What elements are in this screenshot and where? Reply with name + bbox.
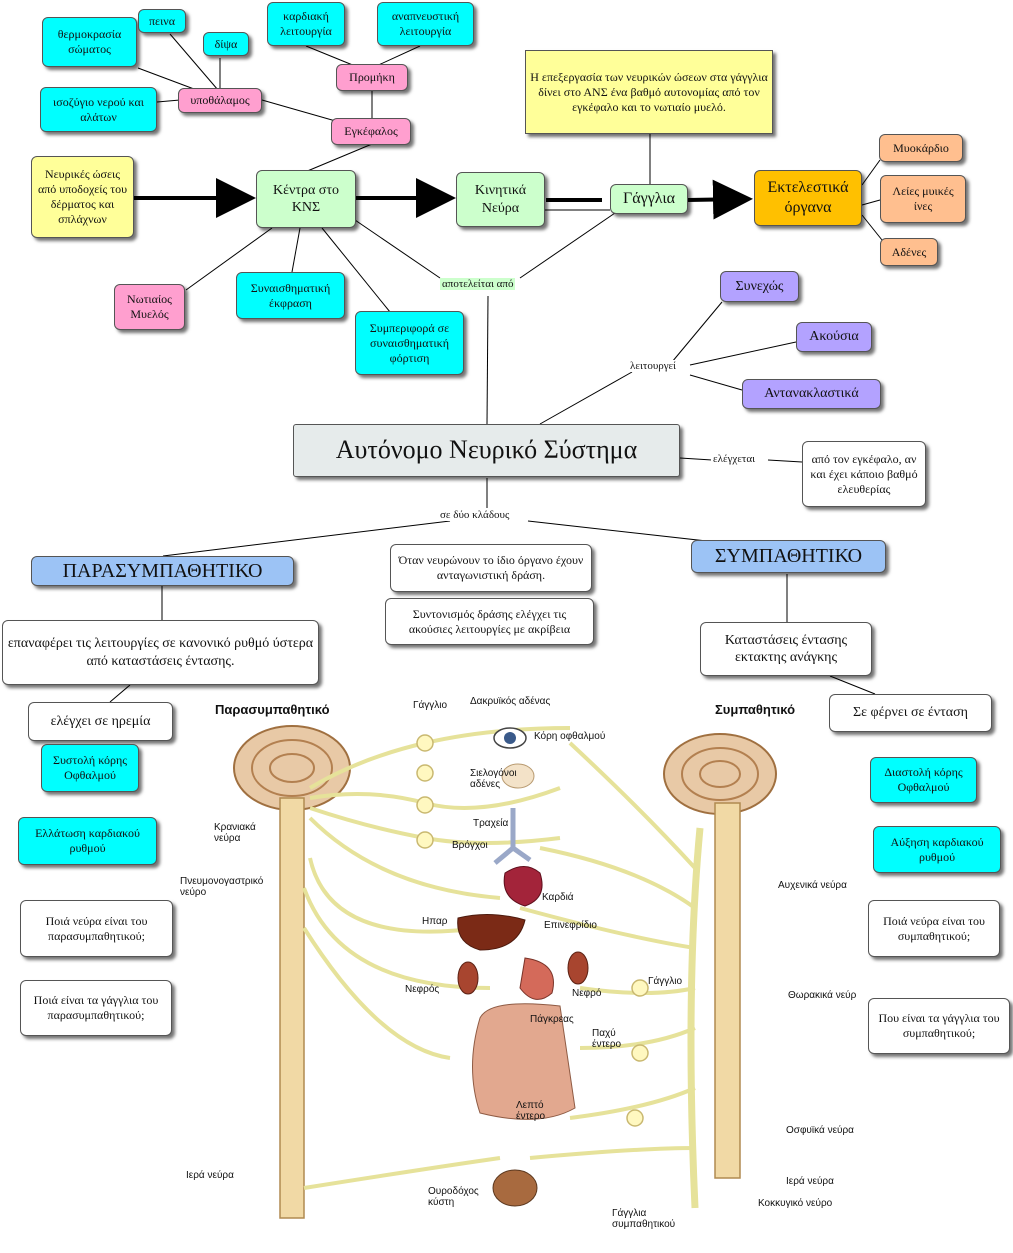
anatomy-illustration (233, 725, 777, 1219)
heart-organ (503, 866, 543, 907)
label-pneumono: Πνευμονογαστρικό νεύρο (180, 876, 264, 898)
node-poia-gagglia-para: Ποιά είναι τα γάγγλια του παρασυμπαθητικ… (20, 980, 172, 1036)
intestine-organ (472, 1003, 576, 1120)
label-gagglio-mid: Γάγγλιο (648, 976, 683, 987)
figure-title-left: Παρασυμπαθητικό (215, 702, 330, 717)
node-pou-gagglia-sym: Που είναι τα γάγγλια του συμπαθητικού; (868, 998, 1010, 1054)
node-thermokrasia: θερμοκρασία σώματος (42, 17, 137, 67)
organs (457, 727, 589, 1207)
node-epexergasia: Η επεξεργασία των νευρικών ώσεων στα γάγ… (525, 50, 773, 134)
node-poia-neura-para: Ποιά νεύρα είναι του παρασυμπαθητικού; (20, 900, 173, 957)
stomach-organ (519, 957, 554, 1000)
label-thorakika: Θωρακικά νεύρ (788, 990, 857, 1001)
label-nefro-right: Νεφρό (572, 988, 602, 999)
node-parasympathitiko: ΠΑΡΑΣΥΜΠΑΘΗΤΙΚΟ (31, 556, 294, 586)
node-synexos: Συνεχώς (720, 271, 799, 302)
label-nefros-left: Νεφρός (405, 984, 440, 995)
link-leitourgei: λειτουργεί (628, 360, 679, 372)
label-iera-right: Ιερά νεύρα (786, 1176, 834, 1187)
node-promiki: Προμήκη (336, 64, 408, 91)
node-adenes: Αδένες (880, 238, 938, 266)
kidney-left-organ (457, 961, 479, 995)
node-antanaklastika: Αντανακλαστικά (742, 379, 881, 409)
node-kinitika: Κινητικά Νεύρα (456, 172, 545, 227)
node-gagglia: Γάγγλια (610, 184, 688, 214)
label-iera-left: Ιερά νεύρα (186, 1170, 234, 1181)
right-brain (663, 733, 777, 1209)
node-myokardio: Μυοκάρδιο (879, 134, 963, 162)
node-ypothalamos: υποθάλαμος (178, 88, 262, 113)
kidney-right-organ (567, 951, 589, 985)
label-ouro: Ουροδόχος κύστη (428, 1186, 479, 1208)
node-neurikes-oseis: Νευρικές ώσεις από υποδοχείς του δέρματο… (31, 156, 134, 238)
node-otan: Όταν νευρώνουν το ίδιο όργανο έχουν αντα… (390, 544, 592, 592)
node-dipsa: δίψα (203, 32, 249, 56)
node-syntonismos: Συντονισμός δράσης ελέγχει τις ακούσιες … (385, 598, 594, 645)
node-epanaferei: επαναφέρει τις λειτουργίες σε κανονικό ρ… (2, 620, 319, 685)
node-apo-ton-egkefalo: από τον εγκέφαλο, αν και έχει κάποιο βαθ… (802, 441, 926, 507)
label-kori: Κόρη οφθαλμού (534, 731, 606, 742)
label-paxy: Παχύ έντερο (592, 1028, 622, 1050)
label-kardia: Καρδιά (542, 892, 574, 903)
node-leies: Λείες μυικές ίνες (880, 175, 966, 223)
ganglia-dots (416, 734, 649, 1127)
node-kardiaki: καρδιακή λειτουργία (267, 2, 345, 46)
label-auxenika: Αυχενικά νεύρα (778, 880, 847, 891)
link-apoteleitai: αποτελείται από (440, 278, 516, 290)
node-symperifora: Συμπεριφορά σε συναισθηματική φόρτιση (355, 311, 464, 375)
label-kraniaka: Κρανιακά νεύρα (214, 822, 256, 844)
label-brogxoi: Βρόγχοι (452, 840, 488, 851)
label-gagglio-top: Γάγγλιο (413, 700, 448, 711)
label-kokkygiko: Κοκκυγικό νεύρο (758, 1198, 833, 1209)
left-brain (233, 725, 351, 1219)
label-ipar: Ηπαρ (422, 916, 448, 927)
node-katastaseis: Καταστάσεις έντασης εκτακτης ανάγκης (700, 622, 872, 676)
node-ektelestika: Εκτελεστικά όργανα (754, 170, 862, 226)
salivary-organ (501, 763, 535, 789)
pupil-organ (504, 732, 516, 744)
node-poia-neura-sym: Ποιά νεύρα είναι του συμπαθητικού; (868, 900, 1000, 957)
link-se-dyo: σε δύο κλάδους (438, 509, 512, 521)
label-dakryikos: Δακρυϊκός αδένας (470, 696, 551, 707)
label-sielogonoi: Σιελογόνοι αδένες (470, 768, 517, 790)
node-ans: Αυτόνομο Νευρικό Σύστημα (293, 424, 680, 477)
label-lepto: Λεπτό έντερο (516, 1100, 546, 1122)
node-akousia: Ακούσια (796, 322, 872, 352)
node-elattosi: Ελλάτωση καρδιακού ρυθμού (18, 817, 157, 865)
node-sympathitiko: ΣΥΜΠΑΘΗΤΙΚΟ (691, 540, 886, 573)
ans-anatomy-figure: Παρασυμπαθητικό Συμπαθητικό Γάγγλιο Δακρ… (180, 688, 880, 1248)
node-notiaios: Νωτιαίος Μυελός (114, 284, 185, 330)
figure-title-right: Συμπαθητικό (715, 702, 796, 717)
label-traxeia: Τραχεία (473, 818, 509, 829)
label-gagglia-sym: Γάγγλια συμπαθητικού (612, 1208, 676, 1230)
node-anapneustiki: αναπνευστική λειτουργία (377, 2, 474, 46)
node-eremia: ελέγχει σε ηρεμία (28, 702, 173, 741)
label-osfyika: Οσφυϊκά νεύρα (786, 1125, 854, 1136)
node-peina: πεινα (138, 9, 186, 33)
node-systoli: Συστολή κόρης Οφθαλμού (41, 744, 139, 792)
node-kentra: Κέντρα στο ΚΝΣ (256, 170, 356, 228)
node-diastoli: Διαστολή κόρης Οφθαλμού (870, 757, 977, 803)
trachea-organ (493, 808, 532, 865)
node-isozygio: ισοζύγιο νερού και αλάτων (40, 87, 157, 132)
liver-organ (457, 913, 526, 951)
label-epinefridio: Επινεφρίδιο (544, 920, 597, 931)
node-se-ferni: Σε φέρνει σε ένταση (829, 694, 992, 732)
link-elegxetai: ελέγχεται (711, 453, 758, 465)
bladder-organ (492, 1169, 538, 1207)
label-pagkreas: Πάγκρεας (530, 1014, 574, 1025)
node-synaisthimatiki: Συναισθηματική έκφραση (236, 272, 345, 319)
node-afxisi: Αύξηση καρδιακού ρυθμού (873, 826, 1001, 873)
node-egkefalos: Εγκέφαλος (331, 118, 411, 145)
